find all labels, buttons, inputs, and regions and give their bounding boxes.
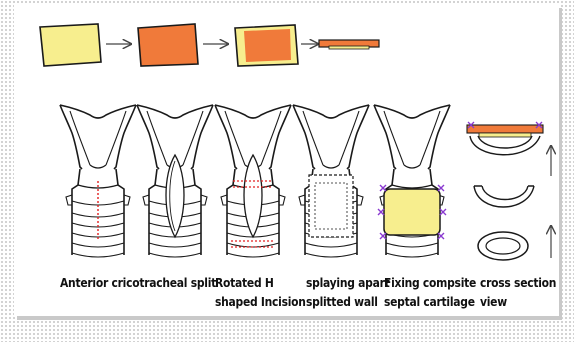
cross-section-graft xyxy=(467,125,543,133)
cross-section-split-ring xyxy=(474,186,534,207)
cross-section-views xyxy=(467,122,551,260)
split-opening xyxy=(166,155,184,237)
larynx-step-5 xyxy=(374,105,450,257)
caption-line: splaying apart xyxy=(306,273,390,292)
larynx-step-4 xyxy=(293,105,369,257)
larynx-step-1 xyxy=(60,105,136,257)
graft-yellow-raw xyxy=(40,24,101,66)
caption-line: Rotated H xyxy=(215,273,306,292)
septal-cartilage-graft xyxy=(384,189,440,235)
larynx-step-3 xyxy=(215,105,291,257)
caption-line: view xyxy=(480,292,556,311)
caption-anterior-split: Anterior cricotracheal split xyxy=(60,273,216,292)
caption-line: splitted wall xyxy=(306,292,390,311)
caption-line: cross section xyxy=(480,273,556,292)
caption-fixing: Fixing compsite septal cartilage xyxy=(384,273,476,311)
graft-preparation-row xyxy=(40,24,379,66)
cross-section-widened-ring xyxy=(470,136,540,155)
caption-cross-section: cross section view xyxy=(480,273,556,311)
caption-splaying: splaying apart splitted wall xyxy=(306,273,390,311)
caption-line: shaped Incision xyxy=(215,292,306,311)
larynx-step-2 xyxy=(137,105,213,257)
graft-orange-shaped xyxy=(138,24,198,66)
caption-line: Fixing compsite xyxy=(384,273,476,292)
caption-rotated-h: Rotated H shaped Incision xyxy=(215,273,306,311)
caption-line: septal cartilage xyxy=(384,292,476,311)
caption-line: Anterior cricotracheal split xyxy=(60,273,216,292)
splayed-window xyxy=(309,175,353,237)
